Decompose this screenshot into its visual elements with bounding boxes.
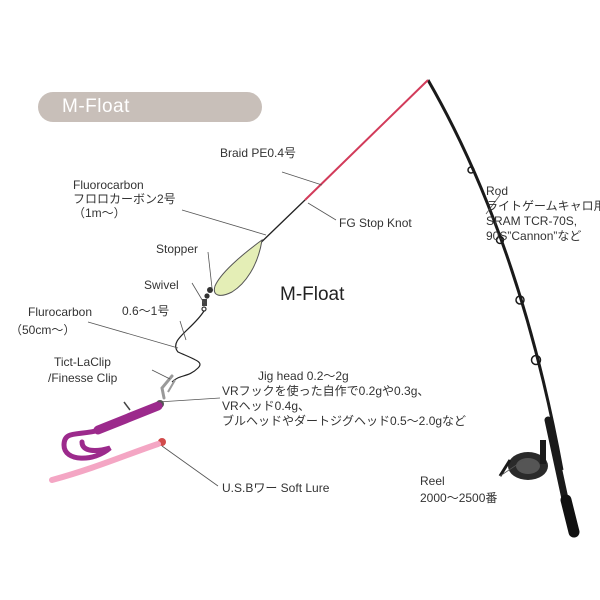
label-m-float: M-Float	[280, 284, 345, 305]
pink-soft-lure-icon	[49, 438, 166, 483]
rod-guide	[467, 166, 475, 174]
rod-guide	[530, 354, 542, 366]
diagram-title: M-Float	[62, 96, 130, 117]
label-fluorocarbon-main: Fluorocarbon フロロカーボン2号 （1m〜）	[73, 178, 176, 220]
label-flurocarbon-leader: Flurocarbon （50cm〜）	[10, 305, 93, 337]
label-snap-clip: Tict-LaClip /Finesse Clip	[48, 355, 118, 385]
label-rod: Rod ライトゲームキャロ用 SRAM TCR-70S, 90S”Cannon”…	[486, 184, 600, 243]
label-leader-size: 0.6〜1号	[122, 304, 170, 318]
m-float-icon	[213, 238, 263, 296]
braid-line	[304, 79, 429, 201]
rod-guide	[515, 295, 525, 305]
label-swivel: Swivel	[144, 278, 179, 292]
rod-blank	[426, 79, 564, 471]
diagram-title-pill: M-Float	[38, 92, 262, 122]
label-stopper: Stopper	[156, 242, 199, 256]
label-fg-stop-knot: FG Stop Knot	[339, 216, 412, 230]
fishing-rod	[426, 79, 580, 538]
fluorocarbon-leader-line	[171, 310, 205, 383]
label-braid: Braid PE0.4号	[220, 146, 297, 160]
rod-guide	[495, 235, 505, 245]
rod-handle-grip	[560, 494, 580, 538]
label-jig-head: Jig head 0.2〜2g VRフックを使った自作で0.2gや0.3g、 V…	[222, 369, 467, 428]
spinning-reel-icon	[498, 440, 548, 480]
stopper-swivel-icon	[201, 287, 213, 312]
label-reel: Reel 2000〜2500番	[420, 474, 498, 505]
label-soft-lure: U.S.Bワー Soft Lure	[222, 481, 330, 495]
snap-clip-icon	[160, 374, 176, 400]
leader-lines	[87, 171, 525, 487]
